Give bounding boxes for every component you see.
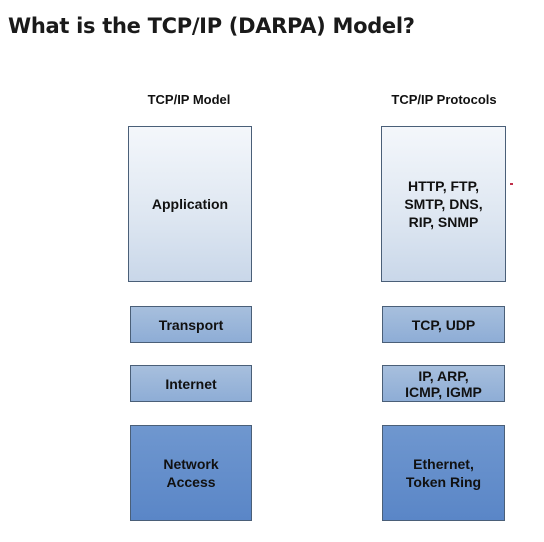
model-layer-internet: Internet [130, 365, 252, 402]
protocols-transport: TCP, UDP [382, 306, 505, 343]
model-layer-application: Application [128, 126, 252, 282]
model-column-heading: TCP/IP Model [147, 92, 231, 107]
page-title: What is the TCP/IP (DARPA) Model? [8, 14, 415, 38]
protocols-network-access: Ethernet, Token Ring [382, 425, 505, 521]
edge-mark [510, 183, 513, 185]
model-layer-transport: Transport [130, 306, 252, 343]
protocols-application: HTTP, FTP, SMTP, DNS, RIP, SNMP [381, 126, 506, 282]
model-layer-network-access: Network Access [130, 425, 252, 521]
protocols-column-heading: TCP/IP Protocols [391, 92, 497, 107]
protocols-internet: IP, ARP, ICMP, IGMP [382, 365, 505, 402]
